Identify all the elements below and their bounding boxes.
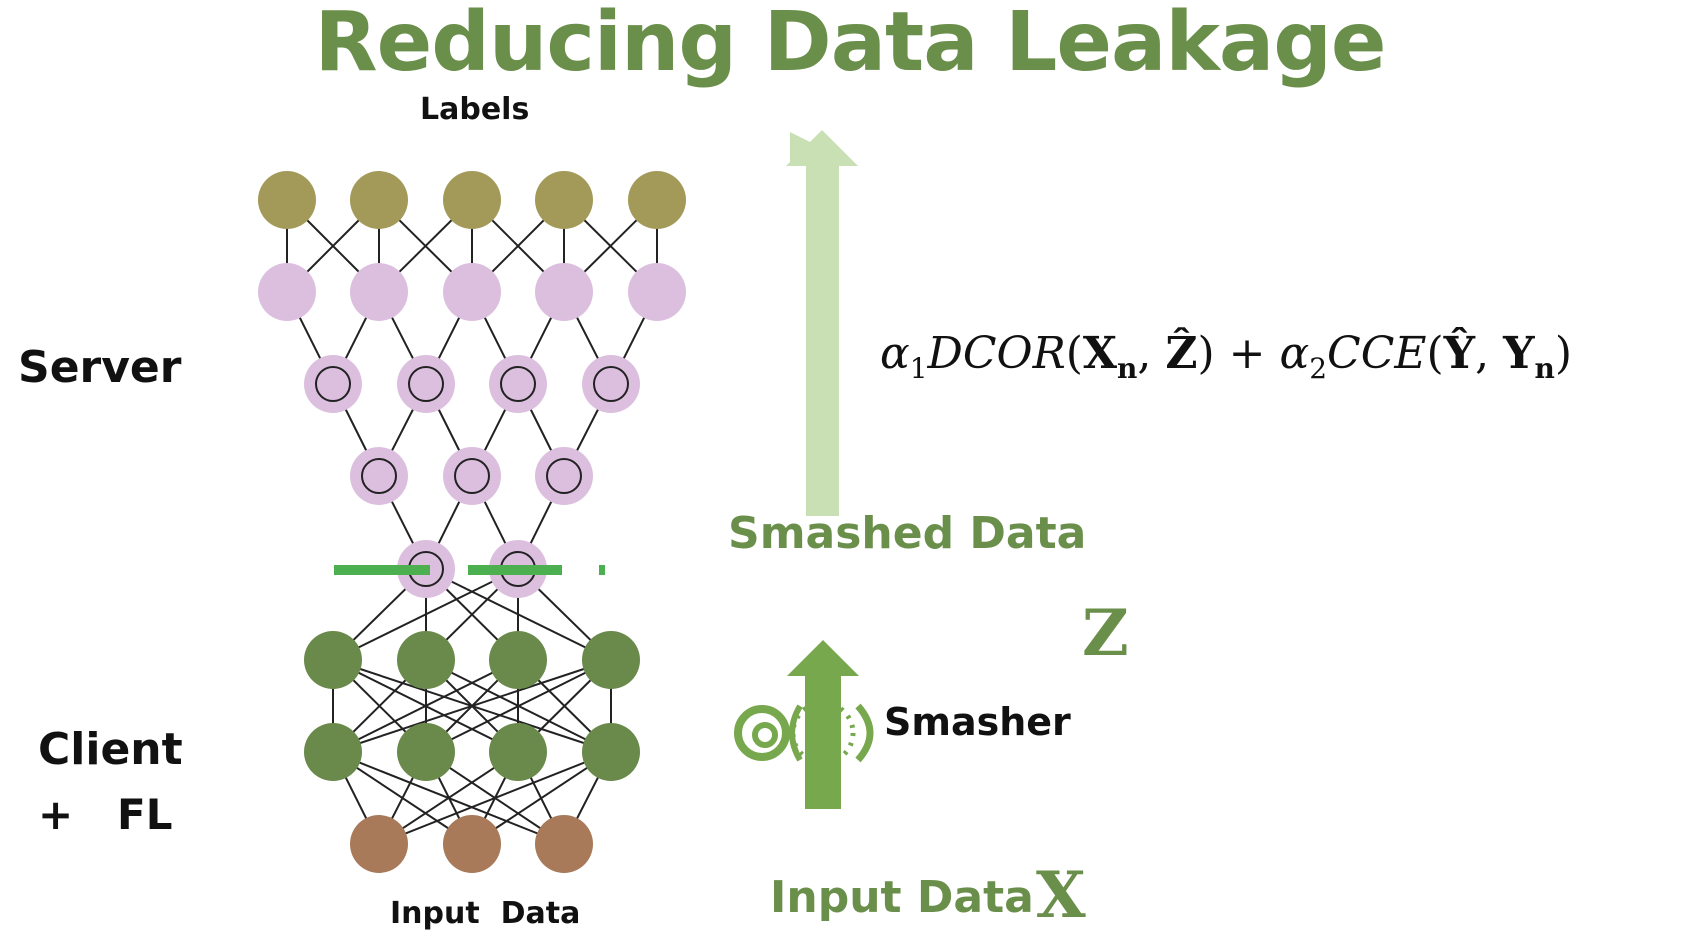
server-node <box>535 263 593 321</box>
neuron-ring <box>454 458 490 494</box>
neuron-ring <box>593 366 629 402</box>
smashed-data-arrow <box>790 132 858 516</box>
network-nodes <box>258 171 686 873</box>
alpha1-sub: 1 <box>909 351 928 385</box>
xn-term: X <box>1082 328 1118 379</box>
labels-caption: Labels <box>420 92 530 127</box>
smashed-data-arrow-head <box>786 130 858 166</box>
neuron-ring <box>315 366 351 402</box>
paren-open-2: ( <box>1426 328 1444 379</box>
output-node <box>350 171 408 229</box>
server-hidden-node <box>443 447 501 505</box>
smasher-bracket-left <box>789 704 803 762</box>
server-label: Server <box>18 342 182 393</box>
input-node <box>443 815 501 873</box>
neuron-ring <box>408 366 444 402</box>
input-data-label: Input Data <box>770 872 1034 923</box>
smasher-inner-ring <box>752 722 778 748</box>
smasher-outer-ring <box>734 705 790 761</box>
loss-formula: α1DCOR(Xn, Ẑ) + α2CCE(Ŷ, Yn) <box>880 328 1572 385</box>
z-symbol: Z <box>1082 596 1129 671</box>
server-node <box>350 263 408 321</box>
neuron-ring <box>546 458 582 494</box>
network-edge <box>425 659 612 753</box>
plus-sign: + <box>1214 328 1280 379</box>
server-hidden-node <box>535 447 593 505</box>
server-hidden-node <box>304 355 362 413</box>
input-data-caption: Input Data <box>390 896 581 931</box>
network-edge <box>332 568 519 661</box>
client-node <box>582 631 640 689</box>
comma-2: , <box>1475 328 1504 379</box>
network-edge <box>332 659 519 753</box>
yhat-term: Ŷ <box>1443 328 1476 379</box>
output-node <box>258 171 316 229</box>
yn-sub: n <box>1534 351 1555 385</box>
server-node <box>628 263 686 321</box>
server-node <box>258 263 316 321</box>
paren-close-2: ) <box>1554 328 1573 379</box>
smasher-bracket-right <box>855 703 874 763</box>
output-node <box>535 171 593 229</box>
input-data-arrow-head <box>787 640 859 676</box>
server-hidden-node <box>397 355 455 413</box>
x-symbol: X <box>1036 858 1086 933</box>
client-label: Client <box>38 724 183 775</box>
client-node <box>304 723 362 781</box>
smasher-dotted-ring <box>790 700 856 766</box>
neuron-ring <box>361 458 397 494</box>
client-node <box>397 723 455 781</box>
smasher-icon <box>734 700 874 766</box>
client-node <box>397 631 455 689</box>
smashed-data-label: Smashed Data <box>728 508 1087 559</box>
fl-label: + FL <box>38 790 173 839</box>
smasher-label: Smasher <box>884 700 1071 744</box>
comma-1: , <box>1137 328 1166 379</box>
network-edge <box>332 659 612 753</box>
data-flow-arrows <box>786 130 859 809</box>
paren-close-1: ) <box>1197 328 1215 379</box>
client-node <box>489 631 547 689</box>
alpha2: α <box>1279 328 1310 379</box>
input-data-arrow <box>805 676 841 809</box>
page-title: Reducing Data Leakage <box>314 0 1386 90</box>
server-node <box>443 263 501 321</box>
server-hidden-node <box>582 355 640 413</box>
output-node <box>443 171 501 229</box>
client-node <box>489 723 547 781</box>
zhat-term: Ẑ <box>1165 328 1198 379</box>
client-node <box>304 631 362 689</box>
dcor-term: DCOR <box>927 328 1066 379</box>
alpha2-sub: 2 <box>1309 351 1328 385</box>
client-node <box>582 723 640 781</box>
server-hidden-node <box>350 447 408 505</box>
cce-term: CCE <box>1327 328 1427 379</box>
yn-term: Y <box>1503 328 1535 379</box>
network-edge <box>378 751 612 845</box>
output-node <box>628 171 686 229</box>
xn-sub: n <box>1117 351 1138 385</box>
input-node <box>350 815 408 873</box>
server-hidden-node <box>489 355 547 413</box>
input-node <box>535 815 593 873</box>
paren-open-1: ( <box>1065 328 1083 379</box>
alpha1: α <box>880 328 910 379</box>
neuron-ring <box>500 366 536 402</box>
